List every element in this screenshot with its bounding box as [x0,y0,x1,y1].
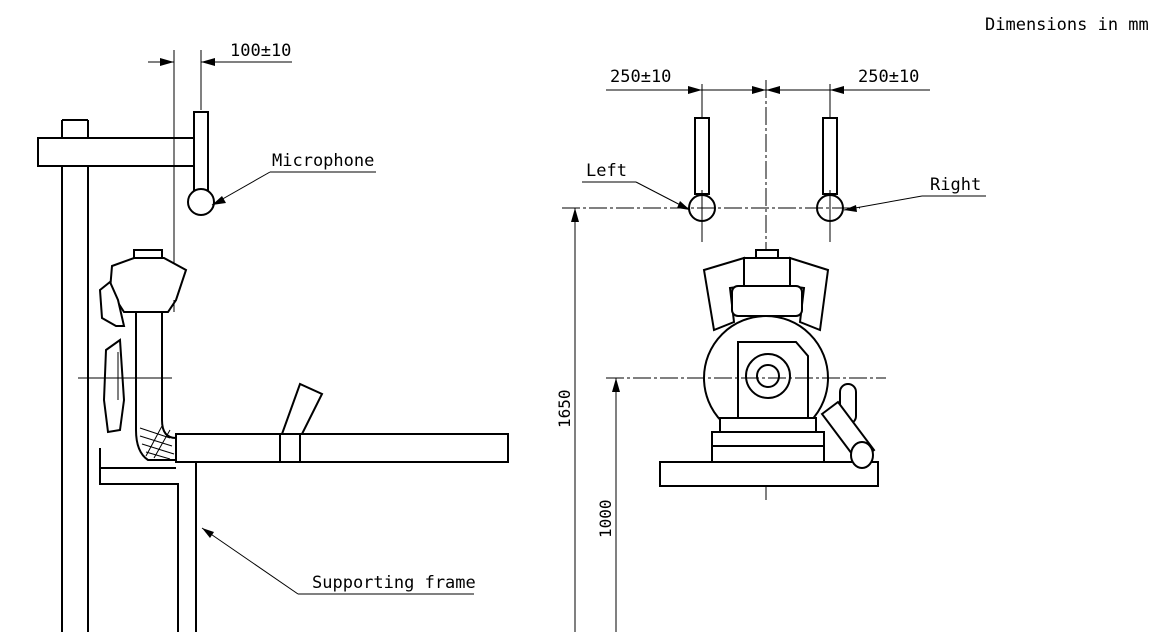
side-view: 100±10 Microphone [37,41,509,632]
label-microphone: Microphone [272,151,374,171]
microphone-side [187,111,215,216]
dim-spacing: 250±10 250±10 [606,67,930,118]
front-view: 250±10 250±10 Left Right [555,67,986,632]
microphone-right [816,117,844,242]
vertical-post [61,119,89,632]
frame-leader: Supporting frame [201,527,476,595]
shaft [175,433,509,463]
dim-right-spacing-text: 250±10 [858,67,919,87]
left-leader: Left [582,161,691,211]
supporting-frame [99,448,197,632]
engine-hatching [139,425,175,460]
right-leader: Right [843,175,986,212]
shaft-lever [279,382,324,462]
engine-front [659,249,879,487]
dim-axis-height-text: 1000 [596,499,615,538]
engine-side [78,249,188,461]
dim-mic-height-text: 1650 [555,389,574,428]
label-frame: Supporting frame [312,573,476,593]
label-left: Left [586,161,627,181]
engine-lever [820,383,876,469]
dim-offset: 100±10 [148,41,292,300]
microphone-leader: Microphone [211,151,376,206]
dim-heights: 1650 1000 [555,208,620,632]
horizontal-arm [37,137,197,167]
dim-offset-text: 100±10 [230,41,291,61]
label-right: Right [930,175,981,195]
units-note: Dimensions in mm [985,15,1149,35]
microphone-left [688,117,716,242]
dim-left-spacing-text: 250±10 [610,67,671,87]
